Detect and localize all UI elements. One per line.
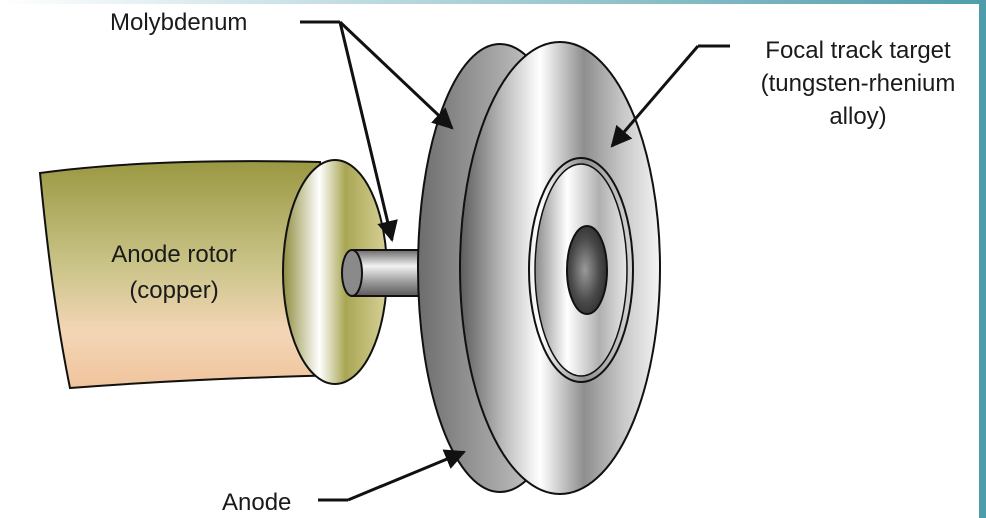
label-focal-track-line2: (tungsten-rhenium xyxy=(761,70,956,97)
focal-track-outer-ring xyxy=(528,157,634,383)
label-anode: Anode xyxy=(222,489,291,516)
callout-arrows xyxy=(300,20,730,502)
frame-right-edge xyxy=(979,0,986,518)
center-hole xyxy=(566,225,608,315)
molybdenum-arrow-shaft xyxy=(338,21,398,243)
shaft-end xyxy=(341,249,363,297)
anode-arrow xyxy=(347,449,466,502)
label-focal-track-line1: Focal track target xyxy=(765,37,951,64)
focal-track-arrow xyxy=(610,45,700,148)
anode-rotor xyxy=(38,159,388,390)
anode-disk xyxy=(417,41,661,495)
label-molybdenum: Molybdenum xyxy=(110,9,247,36)
rotor-body xyxy=(38,160,352,390)
label-rotor-line1: Anode rotor xyxy=(111,241,236,268)
label-focal-track-line3: alloy) xyxy=(829,103,886,130)
label-rotor-line2: (copper) xyxy=(129,277,218,304)
molybdenum-arrow-disk xyxy=(338,20,454,130)
frame-top-edge xyxy=(0,0,986,4)
